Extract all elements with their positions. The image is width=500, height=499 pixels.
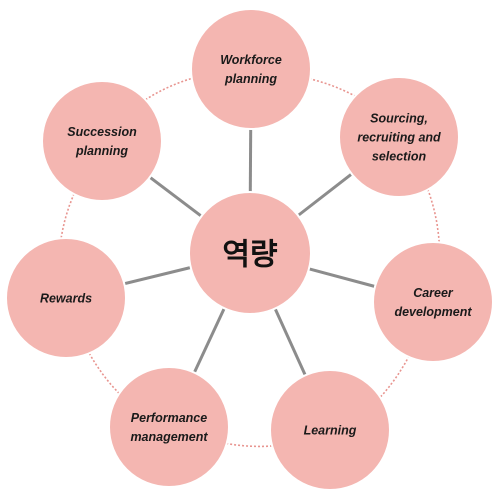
node-label-line: Sourcing, (370, 112, 428, 126)
ring-arc (379, 355, 410, 398)
node-label-line: recruiting and (357, 131, 441, 145)
node-label-line: Succession (67, 125, 137, 139)
node-circle (190, 8, 312, 130)
spoke-rewards (123, 266, 192, 286)
node-label: Learning (304, 424, 357, 438)
outer-ring (60, 77, 440, 448)
spoke-learning (273, 307, 307, 376)
node-learning: Learning (269, 369, 391, 491)
spoke-performance-management (192, 307, 226, 374)
node-performance-management: Performance management (108, 366, 230, 488)
node-circle (5, 237, 127, 359)
spoke-career-development (308, 267, 376, 288)
ring-arc (225, 442, 273, 448)
node-succession-planning: Succession planning (41, 80, 163, 202)
spoke-sourcing-recruiting-selection (297, 172, 353, 217)
node-label: Sourcing, recruiting and selection (357, 112, 441, 164)
node-workforce-planning: Workforce planning (190, 8, 312, 130)
node-label-line: selection (372, 150, 427, 164)
node-circle (269, 369, 391, 491)
node-sourcing-recruiting-selection: Sourcing, recruiting and selection (338, 76, 460, 198)
ring-arc (309, 78, 356, 97)
ring-arc (60, 192, 76, 238)
node-rewards: Rewards (5, 237, 127, 359)
center-circle (188, 191, 312, 315)
node-label-line: planning (224, 72, 277, 86)
node-label-line: Rewards (40, 292, 92, 306)
spoke-succession-planning (148, 176, 203, 218)
node-circle (108, 366, 230, 488)
ring-arc (88, 352, 120, 394)
node-circle (338, 76, 460, 198)
center-label: 역량 (222, 238, 278, 273)
node-label: Succession planning (67, 125, 137, 158)
node-label-line: management (130, 430, 208, 444)
node-label-line: Performance (131, 411, 207, 425)
node-label: Performance management (130, 411, 208, 444)
ring-arc (426, 189, 440, 243)
node-label: Career development (394, 286, 472, 319)
node-label: Workforce planning (220, 53, 282, 86)
ring-arc (145, 77, 193, 101)
node-label-line: Career (413, 286, 454, 300)
node-label: Rewards (40, 292, 92, 306)
node-circle (372, 241, 494, 363)
node-label-line: Workforce (220, 53, 282, 67)
node-circle (41, 80, 163, 202)
node-label-line: development (394, 305, 472, 319)
node-label-line: Learning (304, 424, 357, 438)
center-node: 역량 (188, 191, 312, 315)
spokes (123, 128, 376, 376)
node-career-development: Career development (372, 241, 494, 363)
node-label-line: planning (75, 144, 128, 158)
